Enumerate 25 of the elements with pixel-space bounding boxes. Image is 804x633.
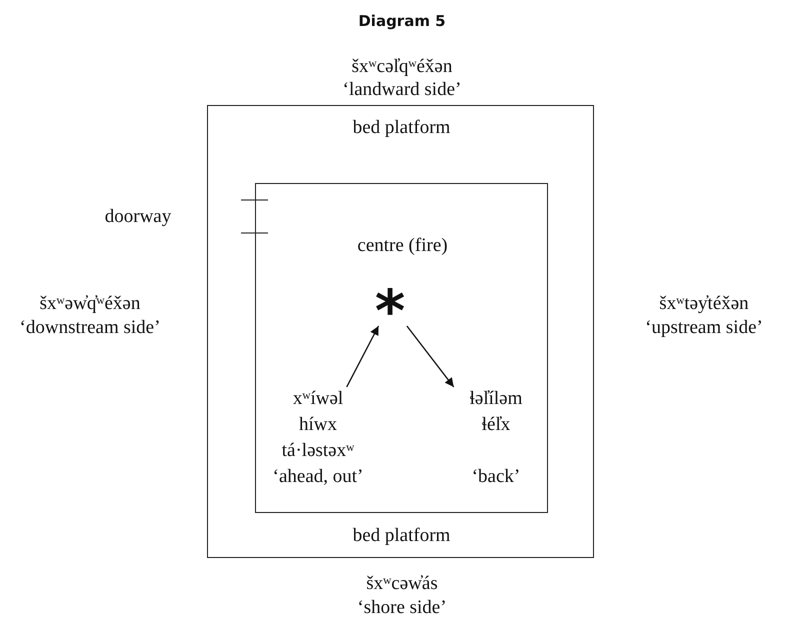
area-label: centre (fire)	[356, 234, 449, 258]
diagram-title: Diagram 5	[357, 12, 447, 30]
fire-asterisk: *	[368, 282, 412, 326]
term-text: xʷíwəl	[292, 387, 344, 411]
side-gloss: ‘upstream side’	[645, 317, 763, 338]
side-name: šxʷcəw̓ás	[366, 573, 438, 594]
side-gloss: ‘downstream side’	[20, 317, 160, 338]
side-name: šxʷəw̓q̓ʷéx̌ən	[40, 293, 140, 314]
arrow	[406, 326, 454, 388]
side-gloss: ‘landward side’	[342, 79, 462, 100]
area-label: bed platform	[352, 116, 452, 140]
side-gloss: ‘shore side’	[357, 597, 447, 618]
term-text: ‘ahead, out’	[272, 465, 364, 489]
term-text: tá·ləstəxʷ	[280, 439, 356, 463]
arrow	[346, 326, 380, 388]
inner-floor-box	[255, 183, 548, 513]
area-label: bed platform	[352, 524, 452, 548]
side-name: šxʷcəl̓qʷéx̌ən	[352, 56, 452, 77]
doorway-label: doorway	[104, 206, 172, 227]
side-name: šxʷtəy̓téx̌ən	[659, 293, 749, 314]
term-text: híwx	[298, 413, 338, 437]
term-text: ɬél̓x	[480, 413, 512, 437]
term-text: ɬəl̓íləm	[468, 387, 524, 411]
term-text: ‘back’	[470, 465, 522, 489]
outer-room-box	[207, 105, 594, 558]
